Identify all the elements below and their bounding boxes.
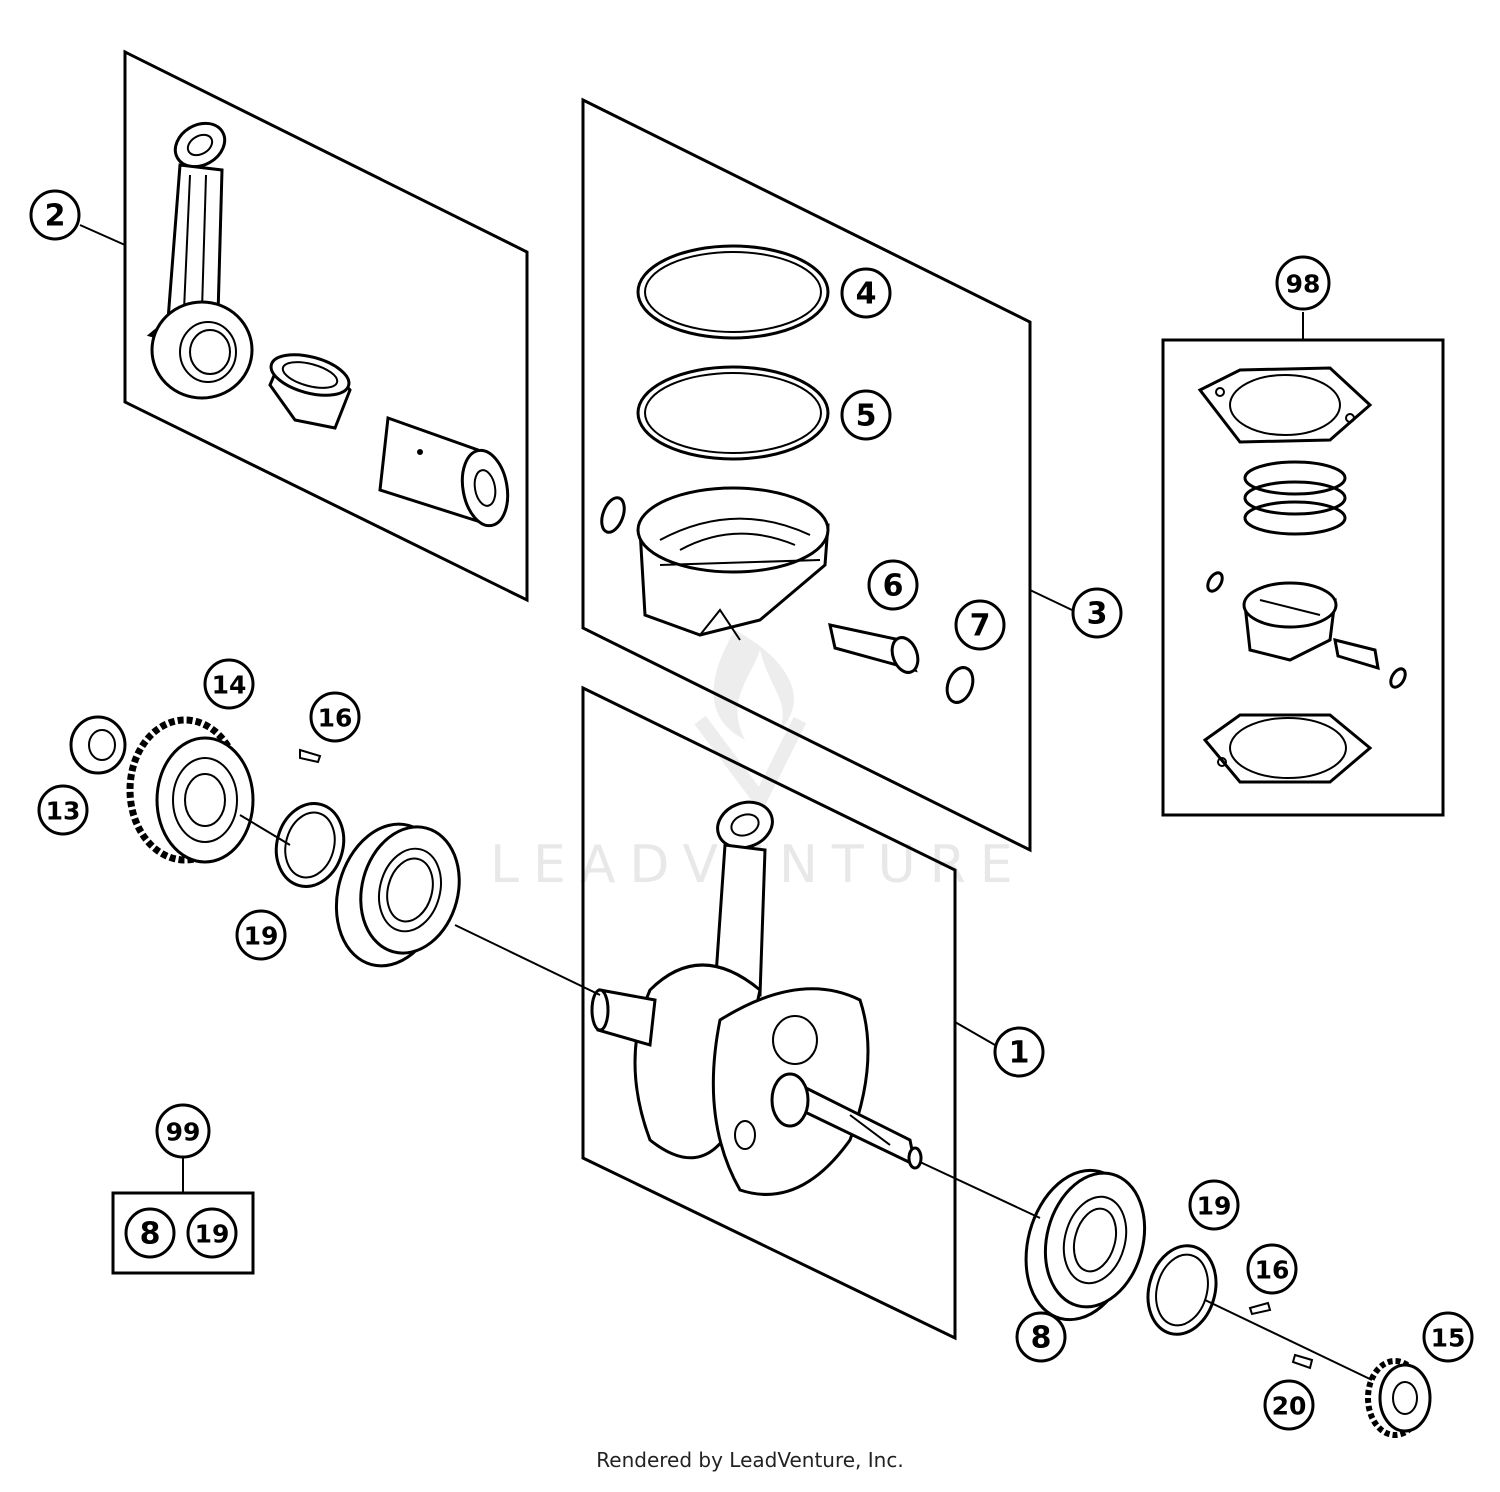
panel-connecting-rod-kit [123, 49, 529, 603]
callout-16-left: 16 [309, 691, 361, 743]
callout-20: 20 [1263, 1379, 1315, 1431]
callout-13-label: 13 [46, 797, 81, 826]
key-16-left-part [299, 748, 322, 764]
kit-99-item-8-label: 8 [140, 1217, 161, 1252]
callout-98-label: 98 [1286, 270, 1321, 299]
callout-19-left-label: 19 [244, 922, 279, 951]
footer-credit: Rendered by LeadVenture, Inc. [596, 1448, 904, 1472]
callout-20-label: 20 [1272, 1392, 1307, 1421]
callout-19-left: 19 [235, 909, 287, 961]
callout-8-label: 8 [1031, 1321, 1052, 1356]
base-gasket-part [1202, 713, 1373, 784]
callout-7: 7 [954, 599, 1006, 651]
key-16-right-part [1248, 1301, 1272, 1316]
callout-13: 13 [37, 784, 89, 836]
piston-rings-set-part [1243, 460, 1347, 536]
small-piston-part [1242, 581, 1338, 662]
callout-19-right: 19 [1188, 1179, 1240, 1231]
piston-ring-second-part [636, 365, 830, 461]
callout-14: 14 [203, 658, 255, 710]
callout-1-label: 1 [1009, 1036, 1030, 1071]
kit-99-item-19-label: 19 [195, 1220, 230, 1249]
panel-piston-kit [581, 97, 1032, 853]
callout-5-label: 5 [856, 399, 877, 434]
leader-lines [79, 224, 1373, 1381]
connecting-rod-part [146, 121, 254, 400]
callout-16-left-label: 16 [318, 704, 353, 733]
callout-2-label: 2 [45, 199, 66, 234]
callout-19-right-label: 19 [1197, 1192, 1232, 1221]
bearing-8-right-part [1024, 1168, 1147, 1322]
gear-14-part [126, 716, 255, 864]
bearing-bushing-part [268, 353, 352, 430]
callout-4-label: 4 [856, 277, 877, 312]
nut-13-part [69, 715, 127, 775]
piston-part [636, 486, 830, 641]
callout-15: 15 [1422, 1311, 1474, 1363]
panel-crankshaft [581, 685, 957, 1341]
kit-99-item-19: 19 [186, 1207, 238, 1259]
kit-99-item-8: 8 [124, 1207, 176, 1259]
callout-2: 2 [29, 189, 81, 241]
callout-1: 1 [993, 1026, 1045, 1078]
seal-19-left-part [274, 802, 346, 888]
callout-15-label: 15 [1431, 1324, 1466, 1353]
callout-6: 6 [867, 559, 919, 611]
callout-16-right: 16 [1246, 1243, 1298, 1295]
piston-pin-part [378, 415, 510, 528]
callout-5: 5 [840, 389, 892, 441]
gear-15-part [1365, 1358, 1432, 1438]
callout-7-label: 7 [970, 609, 991, 644]
key-20-part [1291, 1353, 1314, 1370]
callout-16-right-label: 16 [1255, 1256, 1290, 1285]
crankshaft-part [590, 800, 923, 1196]
callout-6-label: 6 [883, 569, 904, 604]
callout-99-label: 99 [166, 1118, 201, 1147]
piston-clip-right-part [945, 666, 975, 704]
head-gasket-part [1197, 366, 1373, 444]
piston-ring-top-part [636, 244, 830, 340]
callout-99: 99 [155, 1103, 211, 1159]
callout-8: 8 [1015, 1311, 1067, 1363]
callout-3: 3 [1071, 587, 1123, 639]
piston-clip-left-part [600, 496, 626, 534]
callout-4: 4 [840, 267, 892, 319]
callout-3-label: 3 [1087, 597, 1108, 632]
panel-gasket-kit [1161, 338, 1445, 817]
small-clips-part [1206, 571, 1407, 689]
callout-14-label: 14 [212, 671, 247, 700]
seal-19-right-part [1146, 1244, 1218, 1336]
callout-98: 98 [1275, 255, 1331, 311]
bearing-left-part [334, 822, 461, 968]
small-pin-part [1333, 637, 1380, 671]
piston-pin-small-part [828, 623, 920, 674]
